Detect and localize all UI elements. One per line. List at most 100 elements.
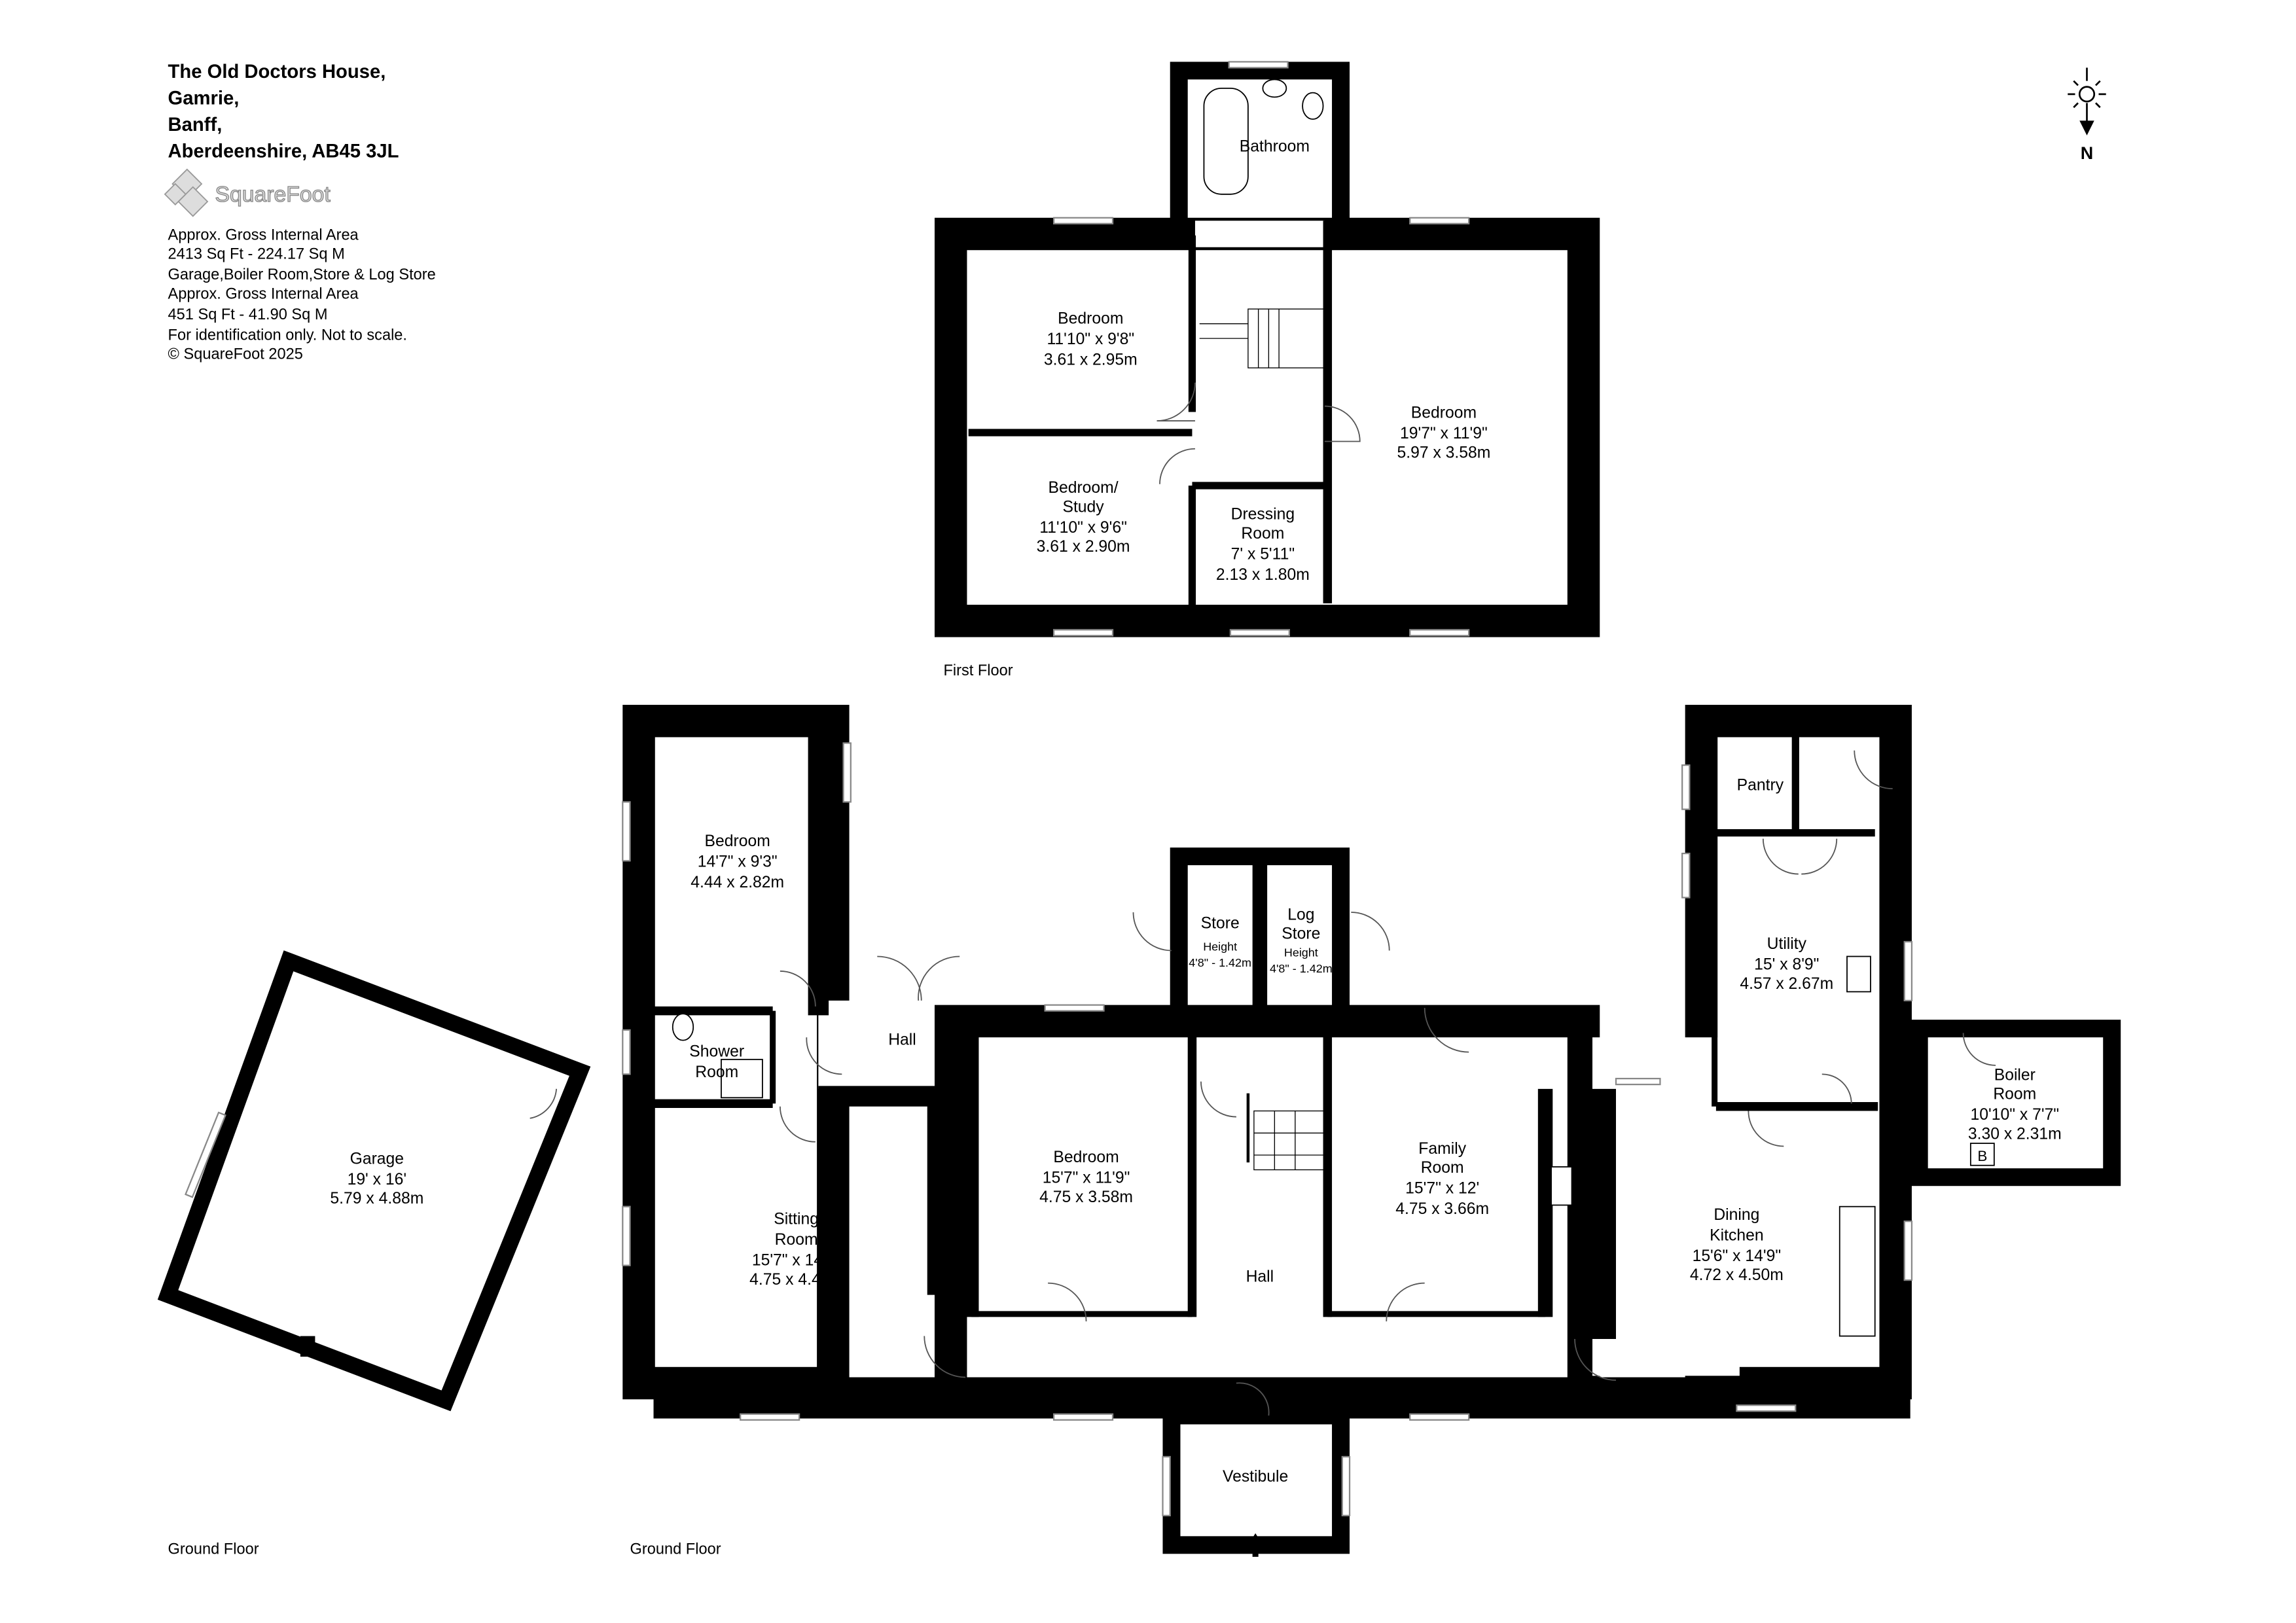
room-dimensions: 3.30 x 2.31m: [1968, 1125, 2062, 1143]
door-icon: [1200, 1081, 1236, 1118]
floor-label-first: First Floor: [943, 662, 1013, 679]
room-name: Hall: [888, 1031, 916, 1048]
door-icon: [1236, 1382, 1270, 1416]
room-name: Bedroom: [1411, 404, 1477, 422]
address-block: The Old Doctors House, Gamrie, Banff, Ab…: [168, 62, 399, 162]
room-dimensions: 19'7" x 11'9": [1400, 425, 1488, 442]
room-height: 4'8" - 1.42m: [1189, 956, 1251, 969]
room-dimensions: 11'10" x 9'6": [1039, 519, 1127, 537]
room-dimensions: 15'7" x 12': [1405, 1179, 1479, 1197]
room-dimensions: 4.75 x 3.58m: [1039, 1188, 1133, 1206]
room-name: Room: [775, 1231, 818, 1249]
room-height: 4'8" - 1.42m: [1270, 962, 1333, 975]
room-name: Vestibule: [1223, 1468, 1288, 1486]
door-icon: [1762, 838, 1799, 875]
info-line: Garage,Boiler Room,Store & Log Store: [168, 266, 436, 283]
address-line: Gamrie,: [168, 88, 240, 109]
door-icon: [529, 1088, 558, 1119]
stairs-icon: [1246, 1093, 1325, 1171]
room-name: Kitchen: [1710, 1226, 1763, 1244]
door-icon: [1821, 1073, 1852, 1104]
address-line: The Old Doctors House,: [168, 62, 386, 82]
room-name: Bedroom/: [1048, 479, 1118, 497]
north-label: N: [2081, 143, 2093, 163]
room-height-label: Height: [1284, 946, 1318, 959]
address-line: Aberdeenshire, AB45 3JL: [168, 141, 399, 162]
north-arrow-icon: N: [2068, 67, 2106, 163]
room-dimensions: 19' x 16': [348, 1171, 407, 1188]
room-name: Pantry: [1737, 776, 1784, 794]
room-dimensions: 4.57 x 2.67m: [1740, 975, 1833, 993]
stairs-icon: [1199, 308, 1325, 368]
room-dimensions: 10'10" x 7'7": [1971, 1106, 2060, 1124]
room-dimensions: 15'7" x 14'8": [752, 1252, 841, 1270]
room-name: Room: [1421, 1159, 1464, 1177]
room-name: Study: [1062, 498, 1104, 516]
room-name: Bedroom: [1058, 310, 1123, 328]
room-name: Shower: [689, 1043, 744, 1060]
room-dimensions: 2.13 x 1.80m: [1216, 566, 1310, 584]
door-icon: [1574, 1339, 1616, 1381]
room-name: Room: [695, 1063, 738, 1081]
info-line: For identification only. Not to scale.: [168, 327, 407, 344]
door-icon: [1351, 912, 1390, 951]
room-dimensions: 5.79 x 4.88m: [330, 1190, 423, 1207]
toilet-icon: [1302, 92, 1324, 120]
sink-icon: [1846, 955, 1871, 993]
info-line: Approx. Gross Internal Area: [168, 226, 359, 243]
room-name: Log: [1287, 906, 1314, 923]
room-height-label: Height: [1203, 940, 1237, 953]
address-line: Banff,: [168, 115, 223, 135]
room-dimensions: 14'7" x 9'3": [698, 853, 778, 870]
door-icon: [1157, 382, 1196, 421]
room-name: Sitting: [774, 1211, 819, 1228]
room-name: Family: [1418, 1140, 1466, 1158]
room-dimensions: 4.44 x 2.82m: [691, 874, 784, 891]
door-icon: [780, 971, 816, 1007]
room-dimensions: 15'6" x 14'9": [1693, 1247, 1782, 1265]
door-icon: [806, 1037, 842, 1075]
door-icon: [1854, 750, 1893, 790]
door-icon: [1386, 1282, 1425, 1322]
room-name: Store: [1201, 915, 1240, 933]
room-dimensions: 15' x 8'9": [1754, 956, 1819, 974]
room-name: Garage: [350, 1150, 404, 1168]
room-name-bathroom: Bathroom: [1240, 138, 1310, 156]
room-name: Room: [1993, 1086, 2036, 1103]
boiler-badge-label: B: [1977, 1148, 1987, 1164]
room-name: Bedroom: [1053, 1149, 1119, 1166]
garage: Garage 19' x 16' 5.79 x 4.88m: [157, 950, 591, 1412]
toilet-icon: [672, 1013, 694, 1041]
room-name: Room: [1241, 525, 1284, 543]
door-icon: [1962, 1033, 1996, 1066]
room-name: Store: [1282, 925, 1320, 942]
info-line: 451 Sq Ft - 41.90 Sq M: [168, 306, 328, 323]
door-icon: [924, 1336, 966, 1378]
shower-tray-icon: [721, 1058, 763, 1099]
room-name: Hall: [1246, 1268, 1274, 1285]
first-floor: Bathroom Bedroom 11'10" x 9'8" 3.61 x 2.…: [934, 61, 1600, 637]
room-name: Bedroom: [705, 832, 770, 850]
door-icon: [779, 1106, 816, 1143]
info-line: Approx. Gross Internal Area: [168, 285, 359, 302]
room-dimensions: 11'10" x 9'8": [1047, 330, 1134, 348]
door-icon: [877, 955, 922, 1001]
door-icon: [1324, 405, 1361, 442]
door-icon: [1424, 1008, 1469, 1053]
kitchen-counter-icon: [1839, 1205, 1876, 1337]
boiler-badge: [1969, 1143, 1995, 1166]
floor-label-ground: Ground Floor: [168, 1541, 259, 1558]
sink-icon: [1262, 79, 1287, 98]
door-icon: [1801, 838, 1838, 875]
room-name: Utility: [1767, 935, 1807, 953]
room-dimensions: 3.61 x 2.95m: [1044, 351, 1138, 369]
room-dimensions: 4.75 x 3.66m: [1395, 1200, 1489, 1218]
room-dimensions: 7' x 5'11": [1231, 545, 1295, 563]
logo-text: SquareFoot: [215, 182, 331, 207]
room-name: Dressing: [1231, 506, 1295, 524]
info-line: © SquareFoot 2025: [168, 346, 303, 363]
door-icon: [1048, 1282, 1087, 1322]
room-dimensions: 5.97 x 3.58m: [1397, 444, 1490, 461]
bathtub-icon: [1203, 88, 1249, 195]
